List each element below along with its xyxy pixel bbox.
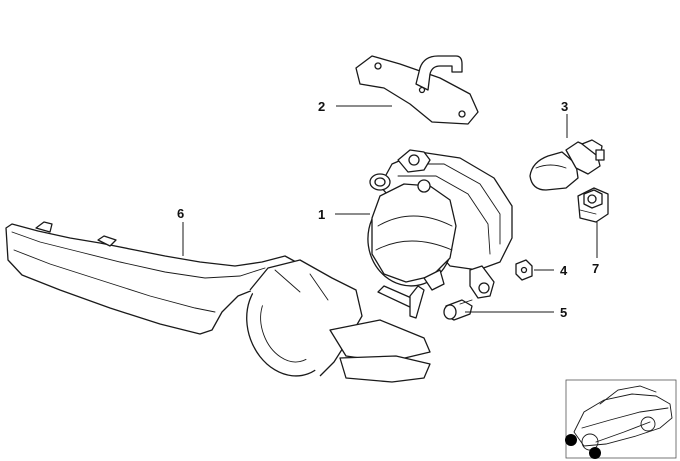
callout-5: 5 bbox=[560, 305, 567, 320]
bulb-socket-part bbox=[577, 187, 609, 223]
location-marker-left bbox=[565, 434, 577, 446]
vehicle-location-thumbnail bbox=[565, 379, 677, 459]
callout-7: 7 bbox=[592, 261, 599, 276]
callout-1: 1 bbox=[318, 207, 325, 222]
fog-light-part bbox=[367, 149, 513, 319]
thumbnail-frame bbox=[565, 379, 677, 459]
bulb-part bbox=[529, 139, 605, 191]
callout-6: 6 bbox=[177, 206, 184, 221]
car-outline-icon bbox=[573, 385, 673, 451]
callout-4: 4 bbox=[560, 263, 568, 278]
leader-lines bbox=[182, 105, 598, 313]
mounting-bracket-part bbox=[355, 55, 479, 125]
callout-3: 3 bbox=[561, 99, 568, 114]
clip-nut-part bbox=[515, 259, 533, 281]
trim-cover-part bbox=[5, 221, 431, 383]
screw-part bbox=[443, 299, 473, 321]
callout-labels: 1 2 3 4 5 6 7 bbox=[177, 99, 599, 320]
callout-2: 2 bbox=[318, 99, 325, 114]
location-marker-right bbox=[589, 447, 601, 459]
